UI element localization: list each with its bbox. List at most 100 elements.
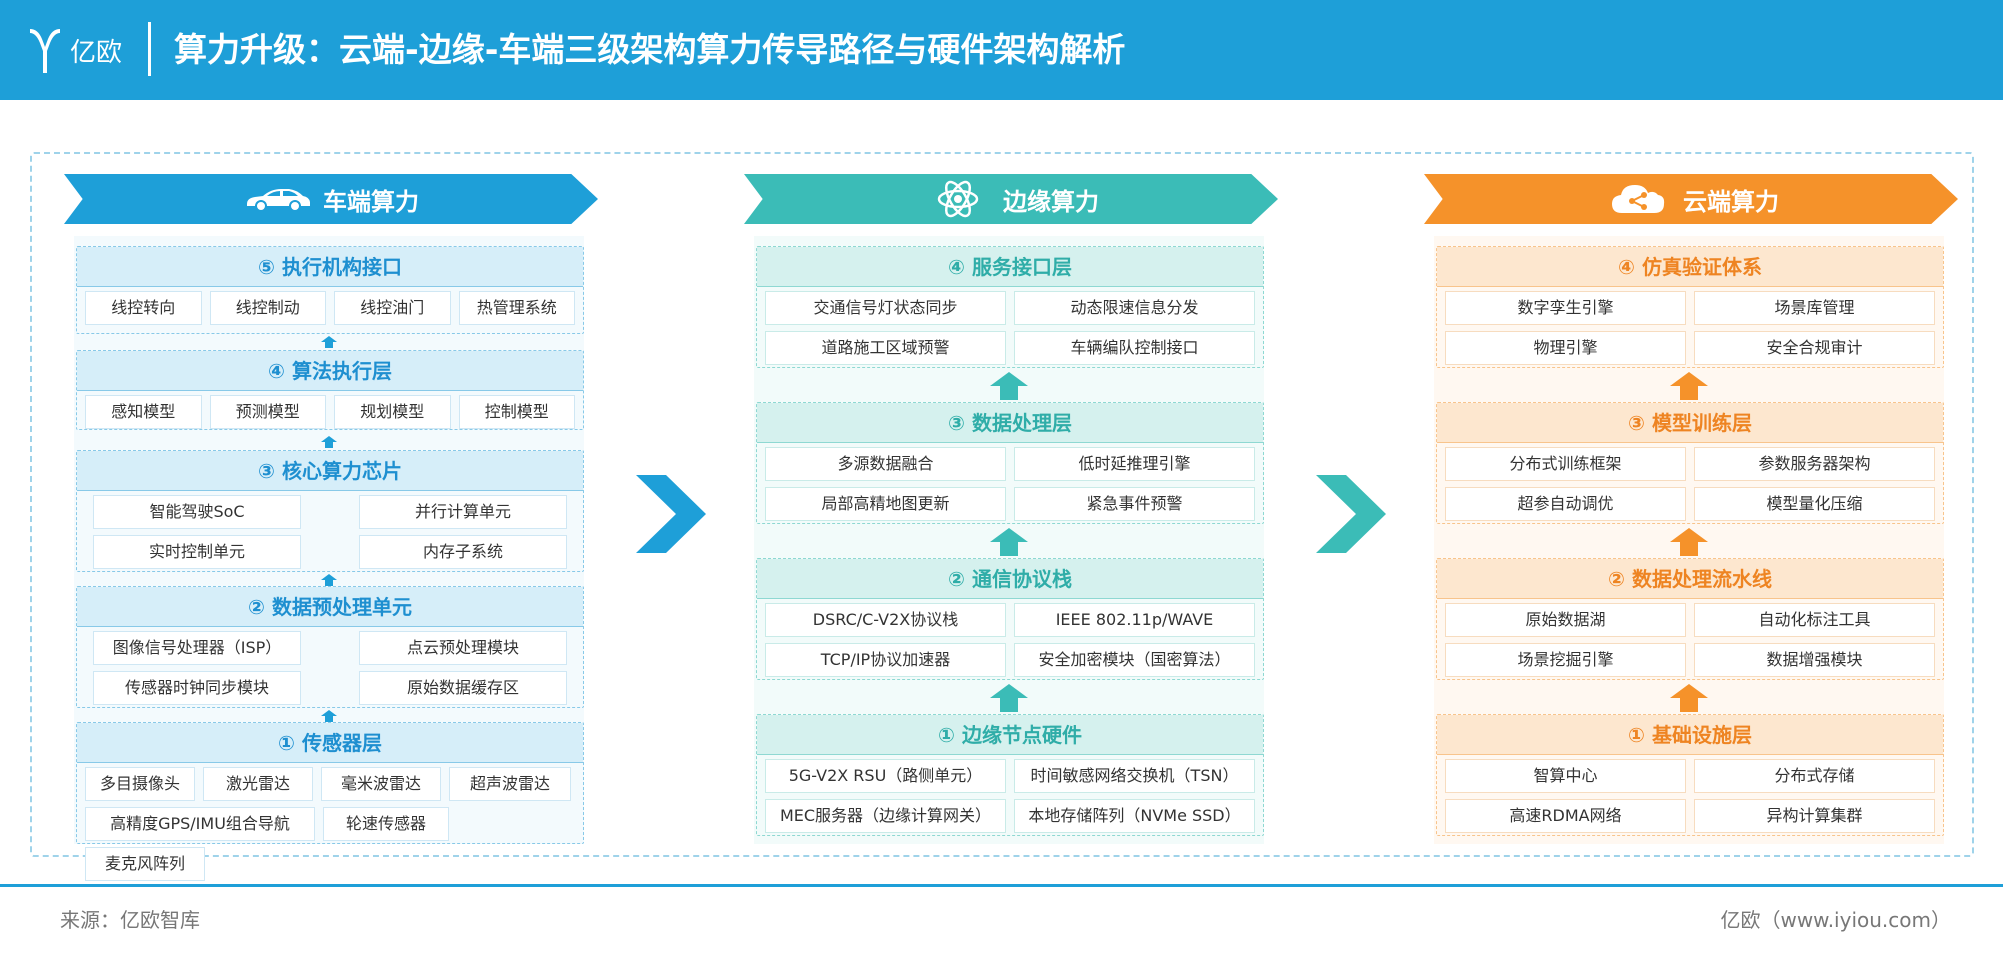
cell-item: 安全合规审计 xyxy=(1694,331,1935,365)
layer-cells: 5G-V2X RSU（路侧单元） 时间敏感网络交换机（TSN） MEC服务器（边… xyxy=(757,755,1263,837)
car-layer-preprocessing: ② 数据预处理单元 图像信号处理器（ISP） 点云预处理模块 传感器时钟同步模块… xyxy=(76,586,584,708)
footer-divider xyxy=(0,884,2003,887)
cloud-compute-banner: 云端算力 xyxy=(1424,174,1958,224)
cloud-column-body: ④ 仿真验证体系 数字孪生引擎 场景库管理 物理引擎 安全合规审计 ③ 模型训练… xyxy=(1434,236,1944,844)
up-arrow-icon xyxy=(1670,684,1708,712)
cloud-compute-banner-label: 云端算力 xyxy=(1683,187,1779,216)
site-credit: 亿欧（www.iyiou.com） xyxy=(1720,908,1951,932)
cell-item: TCP/IP协议加速器 xyxy=(765,643,1006,677)
cell-item: 原始数据缓存区 xyxy=(359,671,567,705)
cell-item: 激光雷达 xyxy=(203,767,313,801)
up-arrow-icon xyxy=(321,436,337,448)
cell-item: 原始数据湖 xyxy=(1445,603,1686,637)
cell-item: 内存子系统 xyxy=(359,535,567,569)
car-icon xyxy=(243,181,313,217)
header-divider xyxy=(148,22,151,76)
cell-item: 自动化标注工具 xyxy=(1694,603,1935,637)
car-layer-core-chip: ③ 核心算力芯片 智能驾驶SoC 并行计算单元 实时控制单元 内存子系统 xyxy=(76,450,584,572)
cell-item: 并行计算单元 xyxy=(359,495,567,529)
layer-cells: 多目摄像头 激光雷达 毫米波雷达 超声波雷达 高精度GPS/IMU组合导航 轮速… xyxy=(77,763,583,885)
cell-item: 智算中心 xyxy=(1445,759,1686,793)
layer-title: ④ 仿真验证体系 xyxy=(1437,247,1943,287)
layer-cells: 原始数据湖 自动化标注工具 场景挖掘引擎 数据增强模块 xyxy=(1437,599,1943,681)
cloud-layer-simulation: ④ 仿真验证体系 数字孪生引擎 场景库管理 物理引擎 安全合规审计 xyxy=(1436,246,1944,368)
layer-title: ③ 核心算力芯片 xyxy=(77,451,583,491)
layer-title: ② 通信协议栈 xyxy=(757,559,1263,599)
logo: 亿欧 xyxy=(28,22,128,78)
logo-text: 亿欧 xyxy=(70,37,123,68)
up-arrow-icon xyxy=(321,336,337,348)
cloud-layer-data-pipeline: ② 数据处理流水线 原始数据湖 自动化标注工具 场景挖掘引擎 数据增强模块 xyxy=(1436,558,1944,680)
edge-layer-data-processing: ③ 数据处理层 多源数据融合 低时延推理引擎 局部高精地图更新 紧急事件预警 xyxy=(756,402,1264,524)
up-arrow-icon xyxy=(1670,372,1708,400)
layer-cells: 分布式训练框架 参数服务器架构 超参自动调优 模型量化压缩 xyxy=(1437,443,1943,525)
edge-layer-node-hardware: ① 边缘节点硬件 5G-V2X RSU（路侧单元） 时间敏感网络交换机（TSN）… xyxy=(756,714,1264,836)
car-layer-actuator-interface: ⑤ 执行机构接口 线控转向 线控制动 线控油门 热管理系统 xyxy=(76,246,584,334)
cell-item: 实时控制单元 xyxy=(93,535,301,569)
cell-item: 数字孪生引擎 xyxy=(1445,291,1686,325)
cell-item: 超声波雷达 xyxy=(449,767,571,801)
cell-item: 车辆编队控制接口 xyxy=(1014,331,1255,365)
car-compute-banner: 车端算力 xyxy=(64,174,598,224)
layer-cells: 智能驾驶SoC 并行计算单元 实时控制单元 内存子系统 xyxy=(77,491,583,573)
up-arrow-icon xyxy=(321,710,337,722)
page-title: 算力升级：云端-边缘-车端三级架构算力传导路径与硬件架构解析 xyxy=(174,30,1126,69)
cell-item: 分布式训练框架 xyxy=(1445,447,1686,481)
cloud-layer-infrastructure: ① 基础设施层 智算中心 分布式存储 高速RDMA网络 异构计算集群 xyxy=(1436,714,1944,836)
cell-item: 模型量化压缩 xyxy=(1694,487,1935,521)
cell-item: 控制模型 xyxy=(458,395,575,429)
layer-title: ④ 服务接口层 xyxy=(757,247,1263,287)
layer-title: ① 基础设施层 xyxy=(1437,715,1943,755)
cell-item: 轮速传感器 xyxy=(323,807,449,841)
layer-title: ① 传感器层 xyxy=(77,723,583,763)
cell-item: 多源数据融合 xyxy=(765,447,1006,481)
layer-title: ③ 数据处理层 xyxy=(757,403,1263,443)
edge-compute-banner-label: 边缘算力 xyxy=(1003,187,1099,216)
layer-cells: 数字孪生引擎 场景库管理 物理引擎 安全合规审计 xyxy=(1437,287,1943,369)
layer-title: ① 边缘节点硬件 xyxy=(757,715,1263,755)
cell-item: 感知模型 xyxy=(85,395,202,429)
cell-item: 场景挖掘引擎 xyxy=(1445,643,1686,677)
cell-item: 本地存储阵列（NVMe SSD） xyxy=(1014,799,1255,833)
cell-item: 参数服务器架构 xyxy=(1694,447,1935,481)
cell-item: 麦克风阵列 xyxy=(85,847,205,881)
layer-cells: 多源数据融合 低时延推理引擎 局部高精地图更新 紧急事件预警 xyxy=(757,443,1263,525)
layer-title: ⑤ 执行机构接口 xyxy=(77,247,583,287)
cell-item: DSRC/C-V2X协议栈 xyxy=(765,603,1006,637)
layer-cells: 图像信号处理器（ISP） 点云预处理模块 传感器时钟同步模块 原始数据缓存区 xyxy=(77,627,583,709)
up-arrow-icon xyxy=(990,528,1028,556)
atom-icon xyxy=(923,180,993,218)
cell-item: 5G-V2X RSU（路侧单元） xyxy=(765,759,1006,793)
cell-item: 场景库管理 xyxy=(1694,291,1935,325)
layer-cells: 智算中心 分布式存储 高速RDMA网络 异构计算集群 xyxy=(1437,755,1943,837)
cell-item: 线控油门 xyxy=(334,291,451,325)
layer-cells: 感知模型 预测模型 规划模型 控制模型 xyxy=(77,391,583,433)
edge-layer-protocol-stack: ② 通信协议栈 DSRC/C-V2X协议栈 IEEE 802.11p/WAVE … xyxy=(756,558,1264,680)
cell-item: 低时延推理引擎 xyxy=(1014,447,1255,481)
source-note: 来源：亿欧智库 xyxy=(60,908,200,932)
cell-item: 线控转向 xyxy=(85,291,202,325)
cloud-share-icon xyxy=(1603,181,1673,217)
layer-cells: 交通信号灯状态同步 动态限速信息分发 道路施工区域预警 车辆编队控制接口 xyxy=(757,287,1263,369)
cell-item: 高精度GPS/IMU组合导航 xyxy=(85,807,315,841)
header-bar: 亿欧 算力升级：云端-边缘-车端三级架构算力传导路径与硬件架构解析 xyxy=(0,0,2003,100)
layer-title: ④ 算法执行层 xyxy=(77,351,583,391)
cell-item: 高速RDMA网络 xyxy=(1445,799,1686,833)
up-arrow-icon xyxy=(990,372,1028,400)
cell-item: 智能驾驶SoC xyxy=(93,495,301,529)
edge-compute-banner: 边缘算力 xyxy=(744,174,1278,224)
car-compute-banner-label: 车端算力 xyxy=(323,187,419,216)
cell-item: 动态限速信息分发 xyxy=(1014,291,1255,325)
cell-item: 物理引擎 xyxy=(1445,331,1686,365)
cell-item: 异构计算集群 xyxy=(1694,799,1935,833)
cell-item: 超参自动调优 xyxy=(1445,487,1686,521)
cloud-layer-model-training: ③ 模型训练层 分布式训练框架 参数服务器架构 超参自动调优 模型量化压缩 xyxy=(1436,402,1944,524)
cloud-compute-column: 云端算力 ④ 仿真验证体系 数字孪生引擎 场景库管理 物理引擎 安全合规审计 ③… xyxy=(1424,174,1958,846)
car-layer-sensors: ① 传感器层 多目摄像头 激光雷达 毫米波雷达 超声波雷达 高精度GPS/IMU… xyxy=(76,722,584,881)
cell-item: 规划模型 xyxy=(334,395,451,429)
diagram-frame xyxy=(30,152,1974,857)
cell-item: 毫米波雷达 xyxy=(321,767,441,801)
cell-item: 预测模型 xyxy=(209,395,326,429)
cell-item: 紧急事件预警 xyxy=(1014,487,1255,521)
car-compute-column: 车端算力 ⑤ 执行机构接口 线控转向 线控制动 线控油门 热管理系统 ④ 算法执… xyxy=(64,174,598,881)
